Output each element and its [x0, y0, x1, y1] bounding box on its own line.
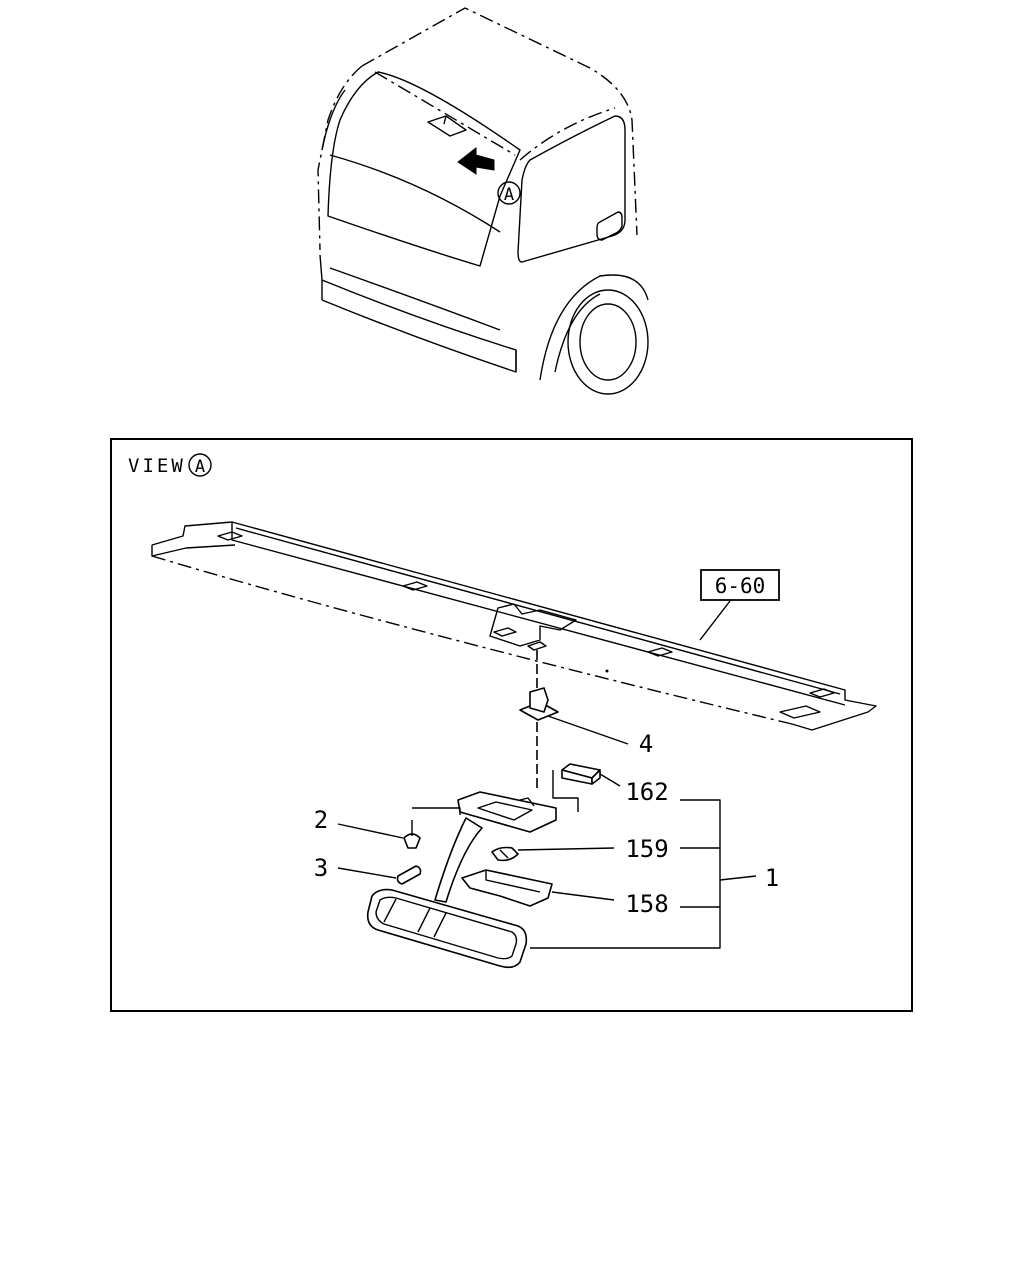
part-3-pin — [396, 865, 422, 885]
view-frame — [110, 438, 913, 1012]
view-label: VIEW — [128, 455, 186, 477]
reference-box — [700, 569, 780, 601]
roof-rail-drawing — [151, 521, 877, 731]
callout-4: 4 — [639, 730, 653, 758]
rear-view-mirror-icon — [366, 888, 528, 969]
mirror-base — [434, 791, 557, 903]
reference-code: 6-60 — [715, 574, 766, 598]
part-4-clip — [519, 687, 559, 721]
view-marker-circle — [497, 181, 521, 205]
view-direction-arrow-icon — [457, 146, 495, 175]
part-2-screw — [403, 820, 421, 849]
callout-162: 162 — [625, 778, 668, 806]
callout-1: 1 — [765, 864, 779, 892]
part-162-cover — [561, 763, 601, 785]
view-label-circle — [188, 453, 212, 477]
callout-3: 3 — [314, 854, 328, 882]
part-158-lens — [461, 869, 553, 907]
part-159-bulb — [491, 846, 519, 862]
callout-2: 2 — [314, 806, 328, 834]
truck-cab-illustration: A — [317, 7, 649, 395]
truck-view-marker: A — [504, 185, 514, 205]
view-label-marker: A — [195, 457, 205, 477]
callout-159: 159 — [625, 835, 668, 863]
callout-158: 158 — [625, 890, 668, 918]
